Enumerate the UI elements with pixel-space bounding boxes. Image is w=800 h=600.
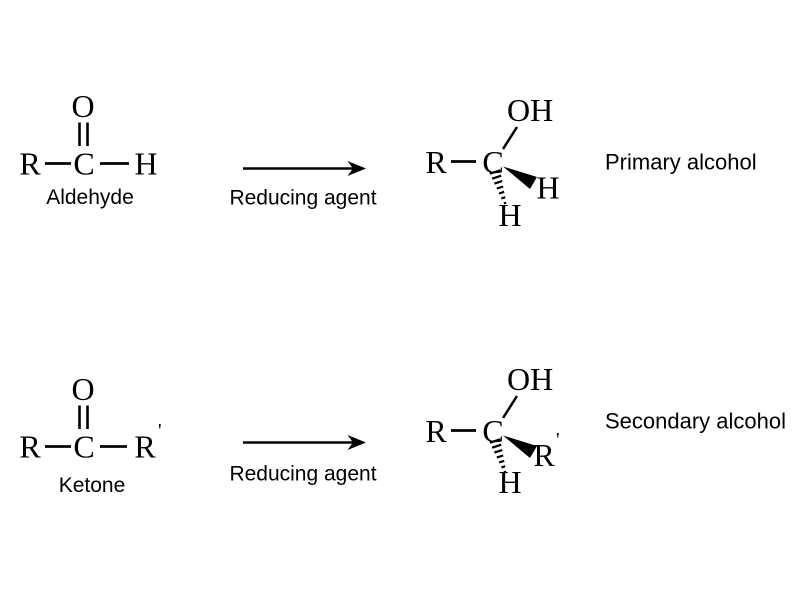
ketone-label: Ketone (59, 474, 126, 497)
ketone-structure: O R C R ' Ketone (19, 371, 161, 497)
hash-hydrogen: H (498, 197, 521, 233)
arrow-head-icon (347, 161, 366, 176)
hash-hydrogen: H (498, 464, 521, 500)
prime-mark: ' (158, 420, 162, 442)
atom-carbon: C (73, 146, 94, 182)
oh-bond (501, 395, 519, 419)
atom-carbon: C (73, 429, 94, 465)
reducing-agent-label: Reducing agent (229, 187, 376, 210)
hash-bond-icon (489, 169, 507, 205)
hash-bond-icon (489, 438, 507, 474)
prime-mark: ' (556, 429, 560, 451)
wedge-r-prime: R (533, 437, 555, 473)
oh-bond (501, 126, 519, 150)
atom-r-prime: R (134, 429, 156, 465)
atom-carbon: C (482, 413, 503, 449)
atom-r: R (425, 413, 447, 449)
atom-r: R (425, 144, 447, 180)
atom-r: R (19, 146, 41, 182)
reducing-agent-label: Reducing agent (229, 463, 376, 486)
wedge-bond-icon (503, 435, 537, 458)
primary-alcohol-label: Primary alcohol (605, 150, 757, 175)
reaction-row-ketone: O R C R ' Ketone Reducing agent R C OH R (19, 361, 786, 500)
aldehyde-label: Aldehyde (46, 186, 134, 209)
reaction-arrow: Reducing agent (229, 435, 377, 486)
atom-oxygen: O (71, 371, 94, 407)
wedge-bond-icon (503, 166, 537, 189)
reaction-arrow: Reducing agent (229, 161, 377, 210)
atom-carbon: C (482, 144, 503, 180)
primary-alcohol-structure: R C OH H H Primary alcohol (425, 92, 756, 233)
atom-hydrogen: H (134, 146, 157, 182)
hydroxyl-group: OH (507, 361, 553, 397)
atom-oxygen: O (71, 88, 94, 124)
secondary-alcohol-structure: R C OH R ' H Secondary alcohol (425, 361, 786, 500)
hydroxyl-group: OH (507, 92, 553, 128)
arrow-head-icon (347, 435, 366, 450)
aldehyde-structure: O R C H Aldehyde (19, 88, 157, 209)
secondary-alcohol-label: Secondary alcohol (605, 409, 786, 434)
atom-r: R (19, 429, 41, 465)
reaction-row-aldehyde: O R C H Aldehyde Reducing agent R C OH H (19, 88, 756, 233)
wedge-hydrogen: H (536, 170, 559, 206)
